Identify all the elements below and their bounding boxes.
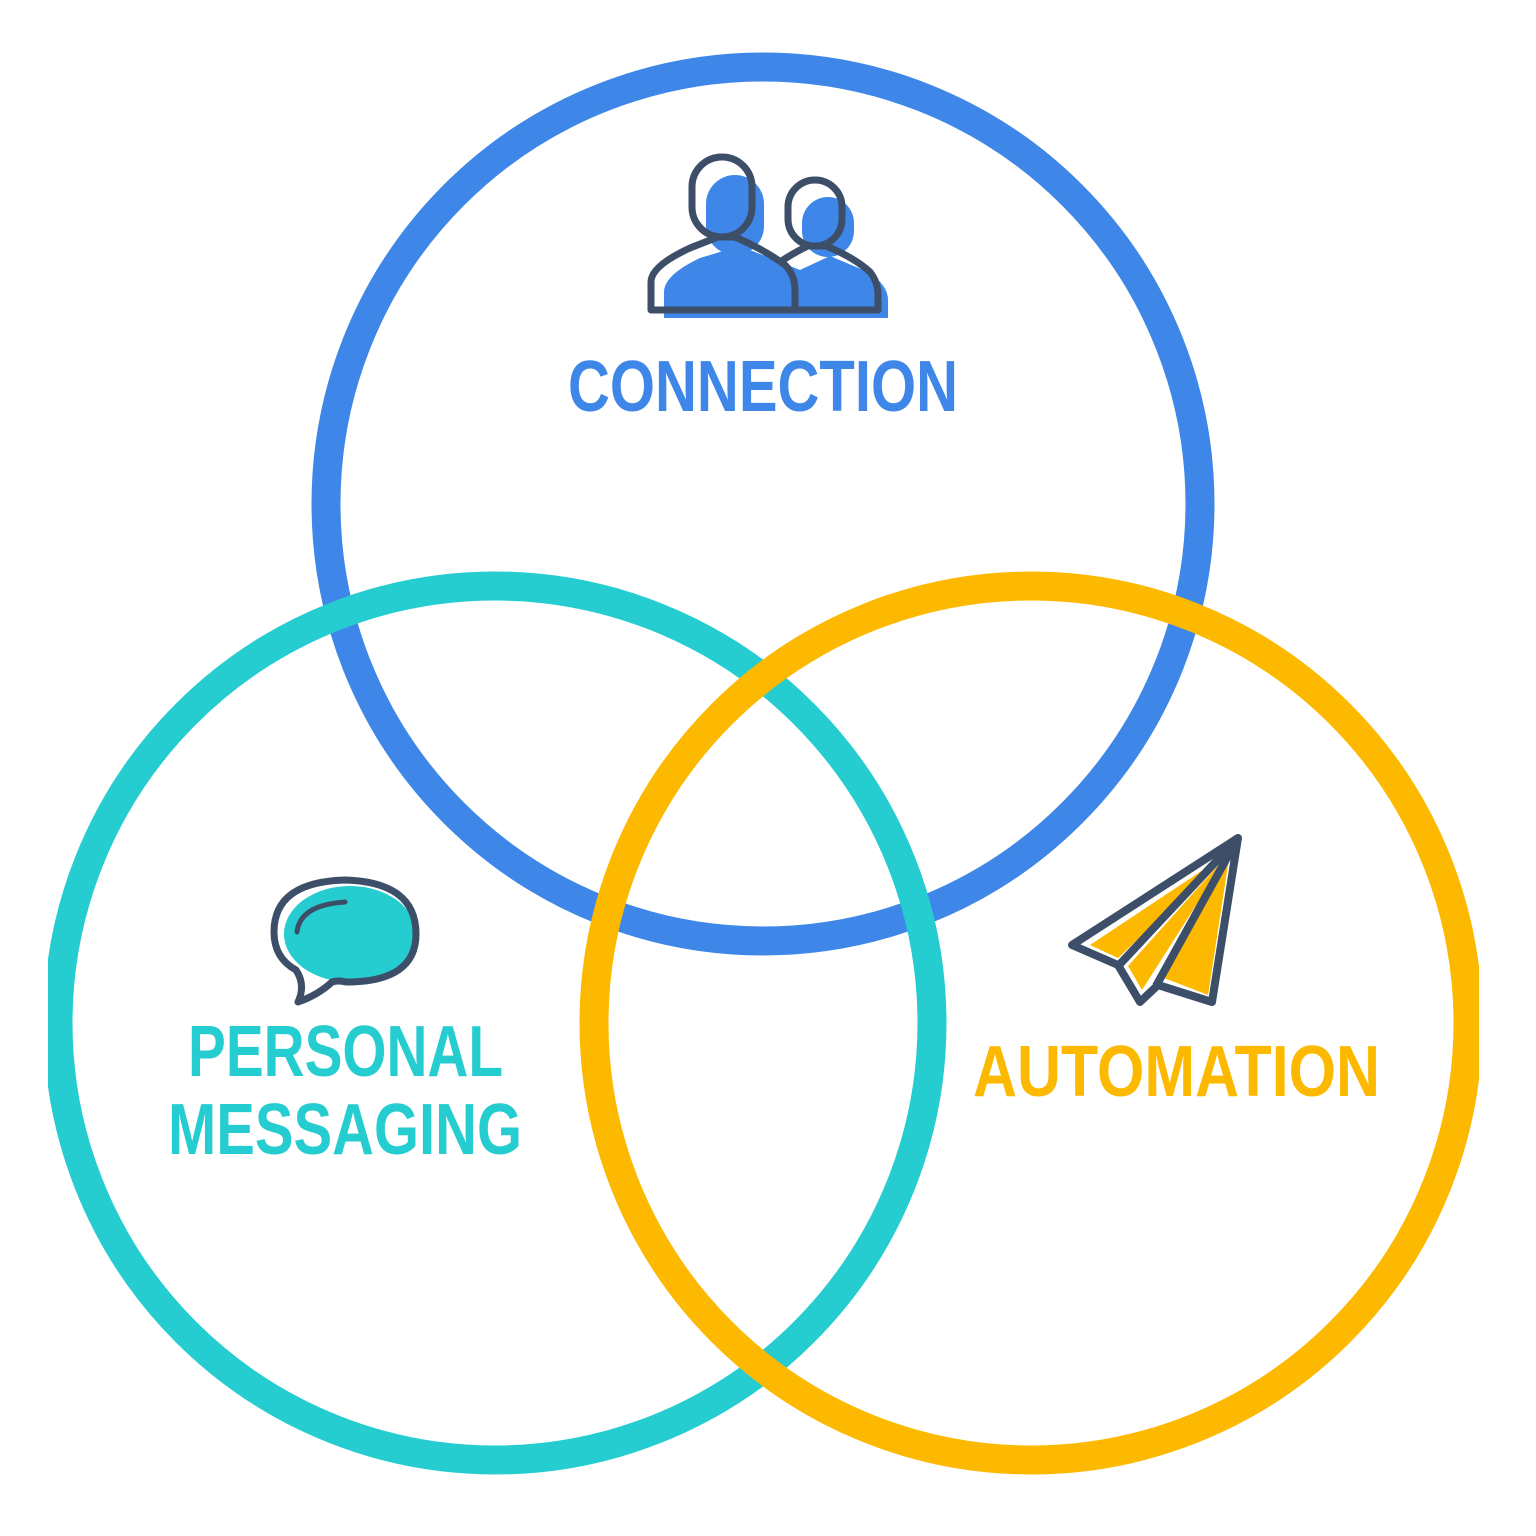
personal-messaging-circle	[48, 571, 947, 1475]
paper-plane-icon	[1068, 834, 1242, 1006]
automation-circle	[579, 571, 1479, 1475]
connection-circle	[311, 52, 1215, 956]
people-icon	[647, 153, 888, 318]
personal-label-line1: PERSONAL	[188, 1012, 503, 1092]
automation-label: AUTOMATION	[973, 1032, 1380, 1112]
personal-label-line2: MESSAGING	[168, 1090, 522, 1170]
chat-bubble-icon	[270, 876, 420, 1006]
connection-label: CONNECTION	[568, 347, 958, 427]
